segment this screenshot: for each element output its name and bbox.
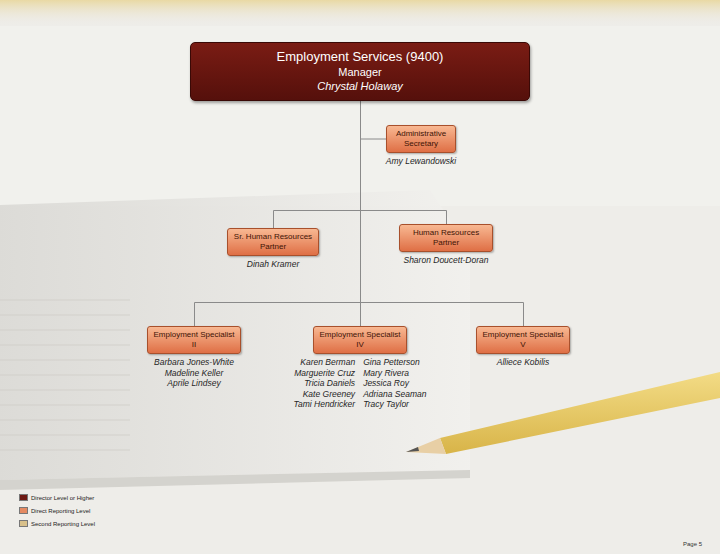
legend-text: Direct Reporting Level <box>31 508 90 514</box>
staff-name: Kate Greeney <box>294 389 356 400</box>
position-title: Administrative Secretary <box>391 129 451 149</box>
legend-text: Second Reporting Level <box>31 521 95 527</box>
legend-text: Director Level or Higher <box>31 495 94 501</box>
staff-name: Dinah Kramer <box>247 259 299 270</box>
position-box: Human Resources PartnerSharon Doucett-Do… <box>399 224 493 252</box>
position-box: Employment Specialist VAlliece Kobilis <box>476 326 570 354</box>
position-box: Administrative SecretaryAmy Lewandowski <box>386 125 456 153</box>
manager-box: Employment Services (9400)ManagerChrysta… <box>190 42 530 101</box>
staff-name: Alliece Kobilis <box>497 357 549 368</box>
staff-name: Amy Lewandowski <box>386 156 456 167</box>
reporting-line <box>361 101 524 326</box>
position-title: Human Resources Partner <box>404 228 488 248</box>
staff-name: Sharon Doucett-Doran <box>403 255 488 266</box>
legend-row: Second Reporting Level <box>19 519 95 528</box>
position-title: Employment Specialist V <box>481 330 565 350</box>
page-number: Page 5 <box>683 541 702 547</box>
staff-name: Barbara Jones-White <box>154 357 234 368</box>
position-title: Employment Specialist IV <box>318 330 402 350</box>
reporting-line <box>195 101 361 326</box>
staff-name: Adriana Seaman <box>363 389 426 400</box>
staff-name: Aprile Lindsey <box>154 378 234 389</box>
box-text: Chrystal Holaway <box>199 79 521 93</box>
position-box: Sr. Human Resources PartnerDinah Kramer <box>227 228 319 256</box>
reporting-line <box>274 101 361 228</box>
top-band <box>0 0 720 26</box>
staff-name: Gina Petterson <box>363 357 426 368</box>
staff-name: Mary Rivera <box>363 368 426 379</box>
legend-swatch <box>19 494 28 501</box>
position-box: Employment Specialist IVKaren BermanGina… <box>313 326 407 354</box>
name-list: Sharon Doucett-Doran <box>403 255 488 266</box>
staff-name: Karen Berman <box>294 357 356 368</box>
name-list: Karen Berman Gina PettersonMarguerite Cru… <box>294 357 427 410</box>
legend-row: Direct Reporting Level <box>19 506 90 515</box>
name-list: Amy Lewandowski <box>386 156 456 167</box>
legend-row: Director Level or Higher <box>19 493 94 502</box>
name-list: Alliece Kobilis <box>497 357 549 368</box>
position-title: Employment Specialist II <box>152 330 236 350</box>
staff-name: Tracy Taylor <box>363 399 426 410</box>
staff-name: Tricia Daniels <box>294 378 356 389</box>
book-shadow <box>0 470 470 490</box>
reporting-line <box>361 101 387 139</box>
staff-name: Marguerite Cruz <box>294 368 356 379</box>
name-list: Barbara Jones-WhiteMadeline KellerAprile… <box>154 357 234 389</box>
name-list: Dinah Kramer <box>247 259 299 270</box>
staff-name: Madeline Keller <box>154 368 234 379</box>
legend-swatch <box>19 507 28 514</box>
book-pages <box>0 300 130 450</box>
staff-name: Tami Hendricker <box>294 399 356 410</box>
position-box: Employment Specialist IIBarbara Jones-Wh… <box>147 326 241 354</box>
box-text: Manager <box>199 65 521 79</box>
staff-name: Jessica Roy <box>363 378 426 389</box>
position-title: Employment Services (9400) <box>199 49 521 65</box>
position-title: Sr. Human Resources Partner <box>232 232 314 252</box>
legend-swatch <box>19 520 28 527</box>
pencil <box>406 372 720 454</box>
